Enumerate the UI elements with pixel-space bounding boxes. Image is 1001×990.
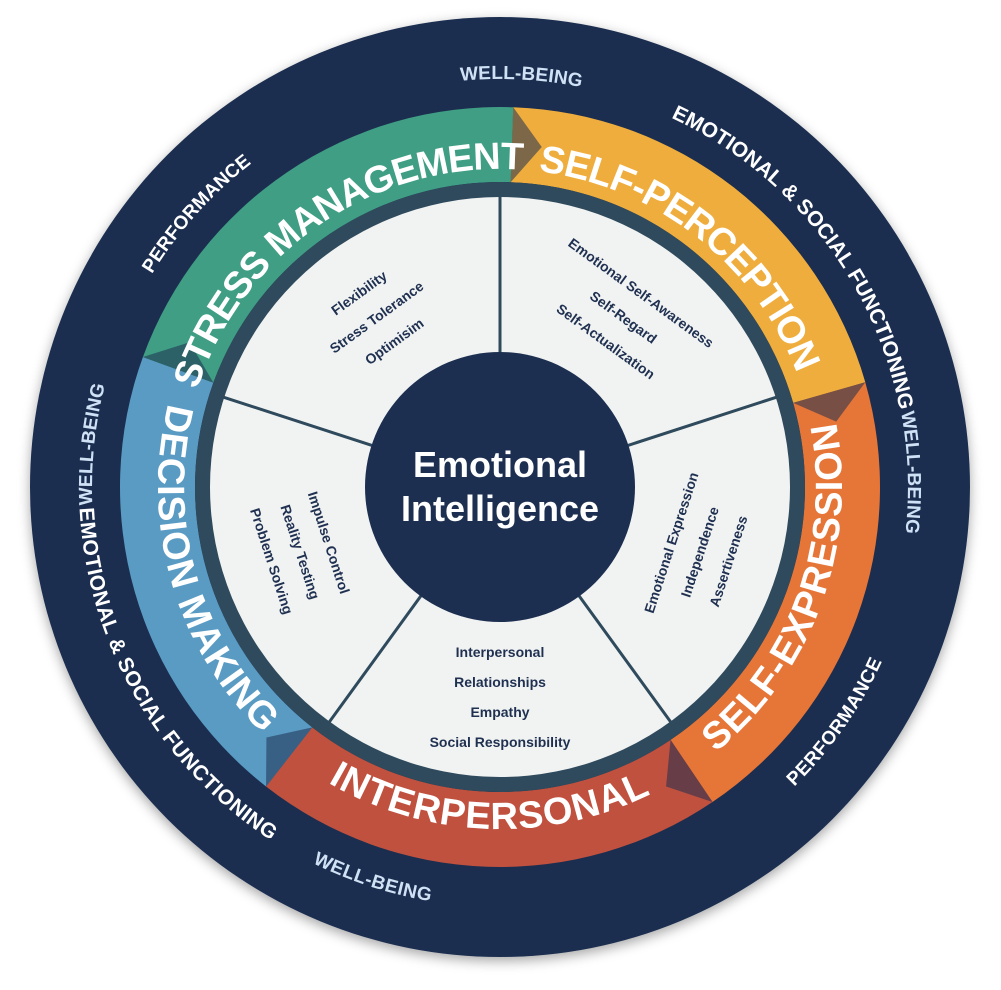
band-self-expression	[670, 382, 880, 803]
band-interpersonal	[266, 727, 713, 867]
items-interpersonal: InterpersonalRelationshipsEmpathySocial …	[430, 644, 571, 750]
band-arrow-notch	[793, 382, 866, 422]
core-title-line1: Emotional	[413, 444, 587, 485]
sector-divider	[221, 395, 376, 448]
band-arrow-notch	[510, 107, 542, 183]
subscale-label: Interpersonal	[456, 644, 545, 660]
sector-divider	[624, 395, 779, 448]
center-core: Emotional Intelligence	[365, 352, 635, 622]
band-decision-making	[120, 357, 313, 787]
sector-divider	[575, 592, 673, 725]
core-title-line2: Intelligence	[401, 488, 599, 529]
band-self-perception	[510, 107, 866, 403]
core-circle	[365, 352, 635, 622]
subscale-label: Relationships	[454, 674, 546, 690]
subscale-label: Empathy	[470, 704, 529, 720]
band-arrow-notch	[142, 342, 214, 383]
band-arrow-notch	[266, 727, 313, 787]
band-stress-management	[142, 106, 514, 383]
sector-divider	[327, 592, 425, 725]
subscale-label: Social Responsibility	[430, 734, 571, 750]
band-arrow-notch	[666, 739, 713, 803]
